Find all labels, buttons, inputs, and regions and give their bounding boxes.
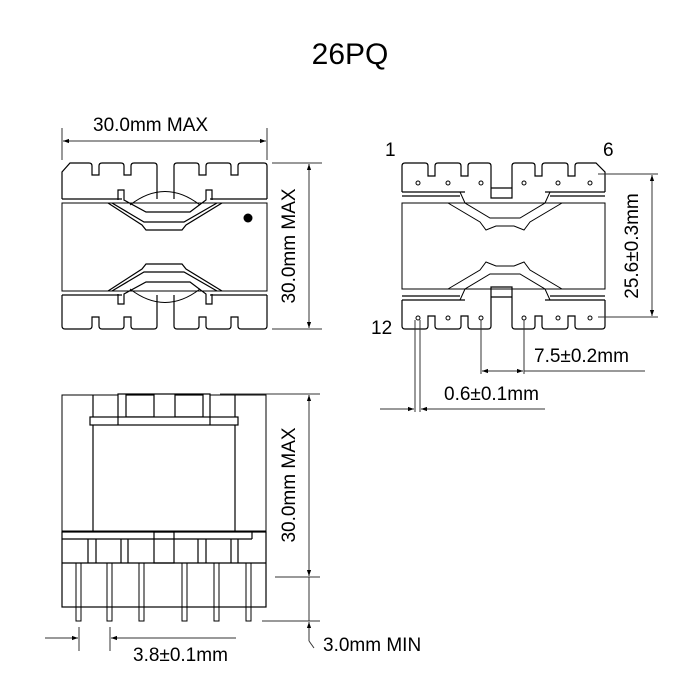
- top-view-height-label: 30.0mm MAX: [279, 188, 300, 304]
- side-view-height-label: 30.0mm MAX: [279, 427, 300, 543]
- diagram-title: 26PQ: [311, 38, 389, 71]
- top-view: [61, 128, 322, 330]
- pin-group-spacing-label: 7.5±0.2mm: [534, 346, 629, 367]
- pin-6-label: 6: [603, 140, 614, 161]
- row-spacing-label: 25.6±0.3mm: [622, 193, 643, 299]
- pin-1-dot: [243, 213, 253, 223]
- bottom-view: [380, 162, 658, 412]
- pin-1-label: 1: [385, 140, 396, 161]
- pin-diameter-label: 0.6±0.1mm: [444, 384, 539, 405]
- pin-pitch-label: 3.8±0.1mm: [133, 645, 228, 666]
- top-view-width-label: 30.0mm MAX: [93, 115, 209, 136]
- side-view: [45, 393, 320, 651]
- pin-length-label: 3.0mm MIN: [323, 635, 422, 656]
- pin-12-label: 12: [371, 318, 393, 339]
